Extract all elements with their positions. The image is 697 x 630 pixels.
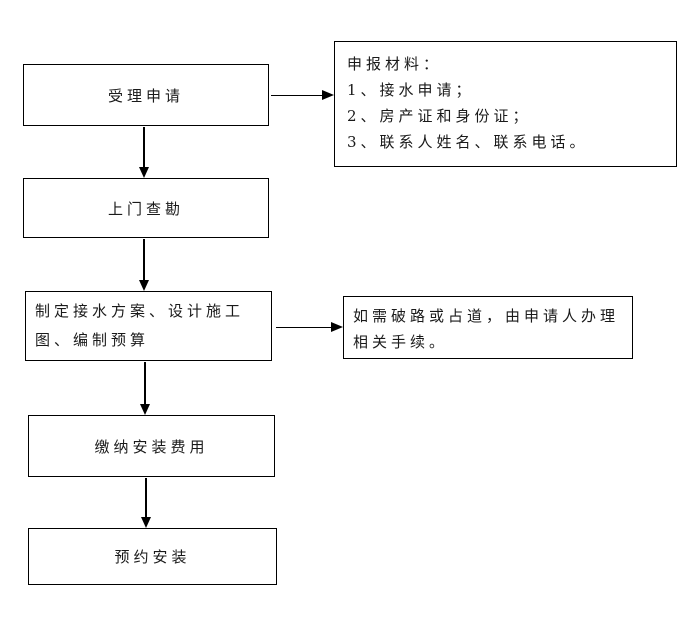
flow-step-make-plan: 制定接水方案、设计施工 图、编制预算 [25,291,272,361]
arrow-accept-to-survey-head-icon [138,167,149,178]
arrow-accept-to-materials-head-icon [322,89,334,100]
note-materials-item2: 2、房产证和身份证； [347,107,532,125]
flow-step-pay-installation-fee: 缴纳安装费用 [28,415,275,477]
flow-step-survey-label: 上门查勘 [107,199,184,218]
note-materials-item3: 3、联系人姓名、联系电话。 [347,133,589,151]
arrow-plan-to-road-note-line [276,326,331,328]
note-road-permit: 如需破路或占道，由申请人办理 相关手续。 [343,296,633,359]
arrow-accept-to-survey-line [143,127,145,168]
note-road-line2: 相关手续。 [353,333,449,351]
flow-step-accept-label: 受理申请 [107,86,184,105]
arrow-survey-to-plan-line [143,239,145,280]
note-application-materials: 申报材料： 1、接水申请； 2、房产证和身份证； 3、联系人姓名、联系电话。 [334,41,677,167]
flow-step-plan-line1: 制定接水方案、设计施工 [35,302,245,320]
note-materials-item1: 1、接水申请； [347,81,475,99]
note-materials-title: 申报材料： [347,55,443,73]
note-road-line1: 如需破路或占道，由申请人办理 [353,307,620,325]
flow-step-schedule-label: 预约安装 [114,548,191,566]
flow-step-accept-application: 受理申请 [23,64,269,126]
arrow-pay-to-schedule-line [145,478,147,518]
flow-step-pay-label: 缴纳安装费用 [94,437,209,456]
arrow-pay-to-schedule-head-icon [140,517,151,528]
arrow-accept-to-materials-line [271,94,322,96]
flow-step-schedule-installation: 预约安装 [28,528,277,585]
flow-step-site-survey: 上门查勘 [23,178,269,238]
arrow-plan-to-pay-head-icon [139,404,150,415]
arrow-plan-to-road-note-head-icon [331,321,343,332]
arrow-survey-to-plan-head-icon [138,280,149,291]
flow-step-plan-line2: 图、编制预算 [35,331,150,349]
arrow-plan-to-pay-line [144,362,146,404]
